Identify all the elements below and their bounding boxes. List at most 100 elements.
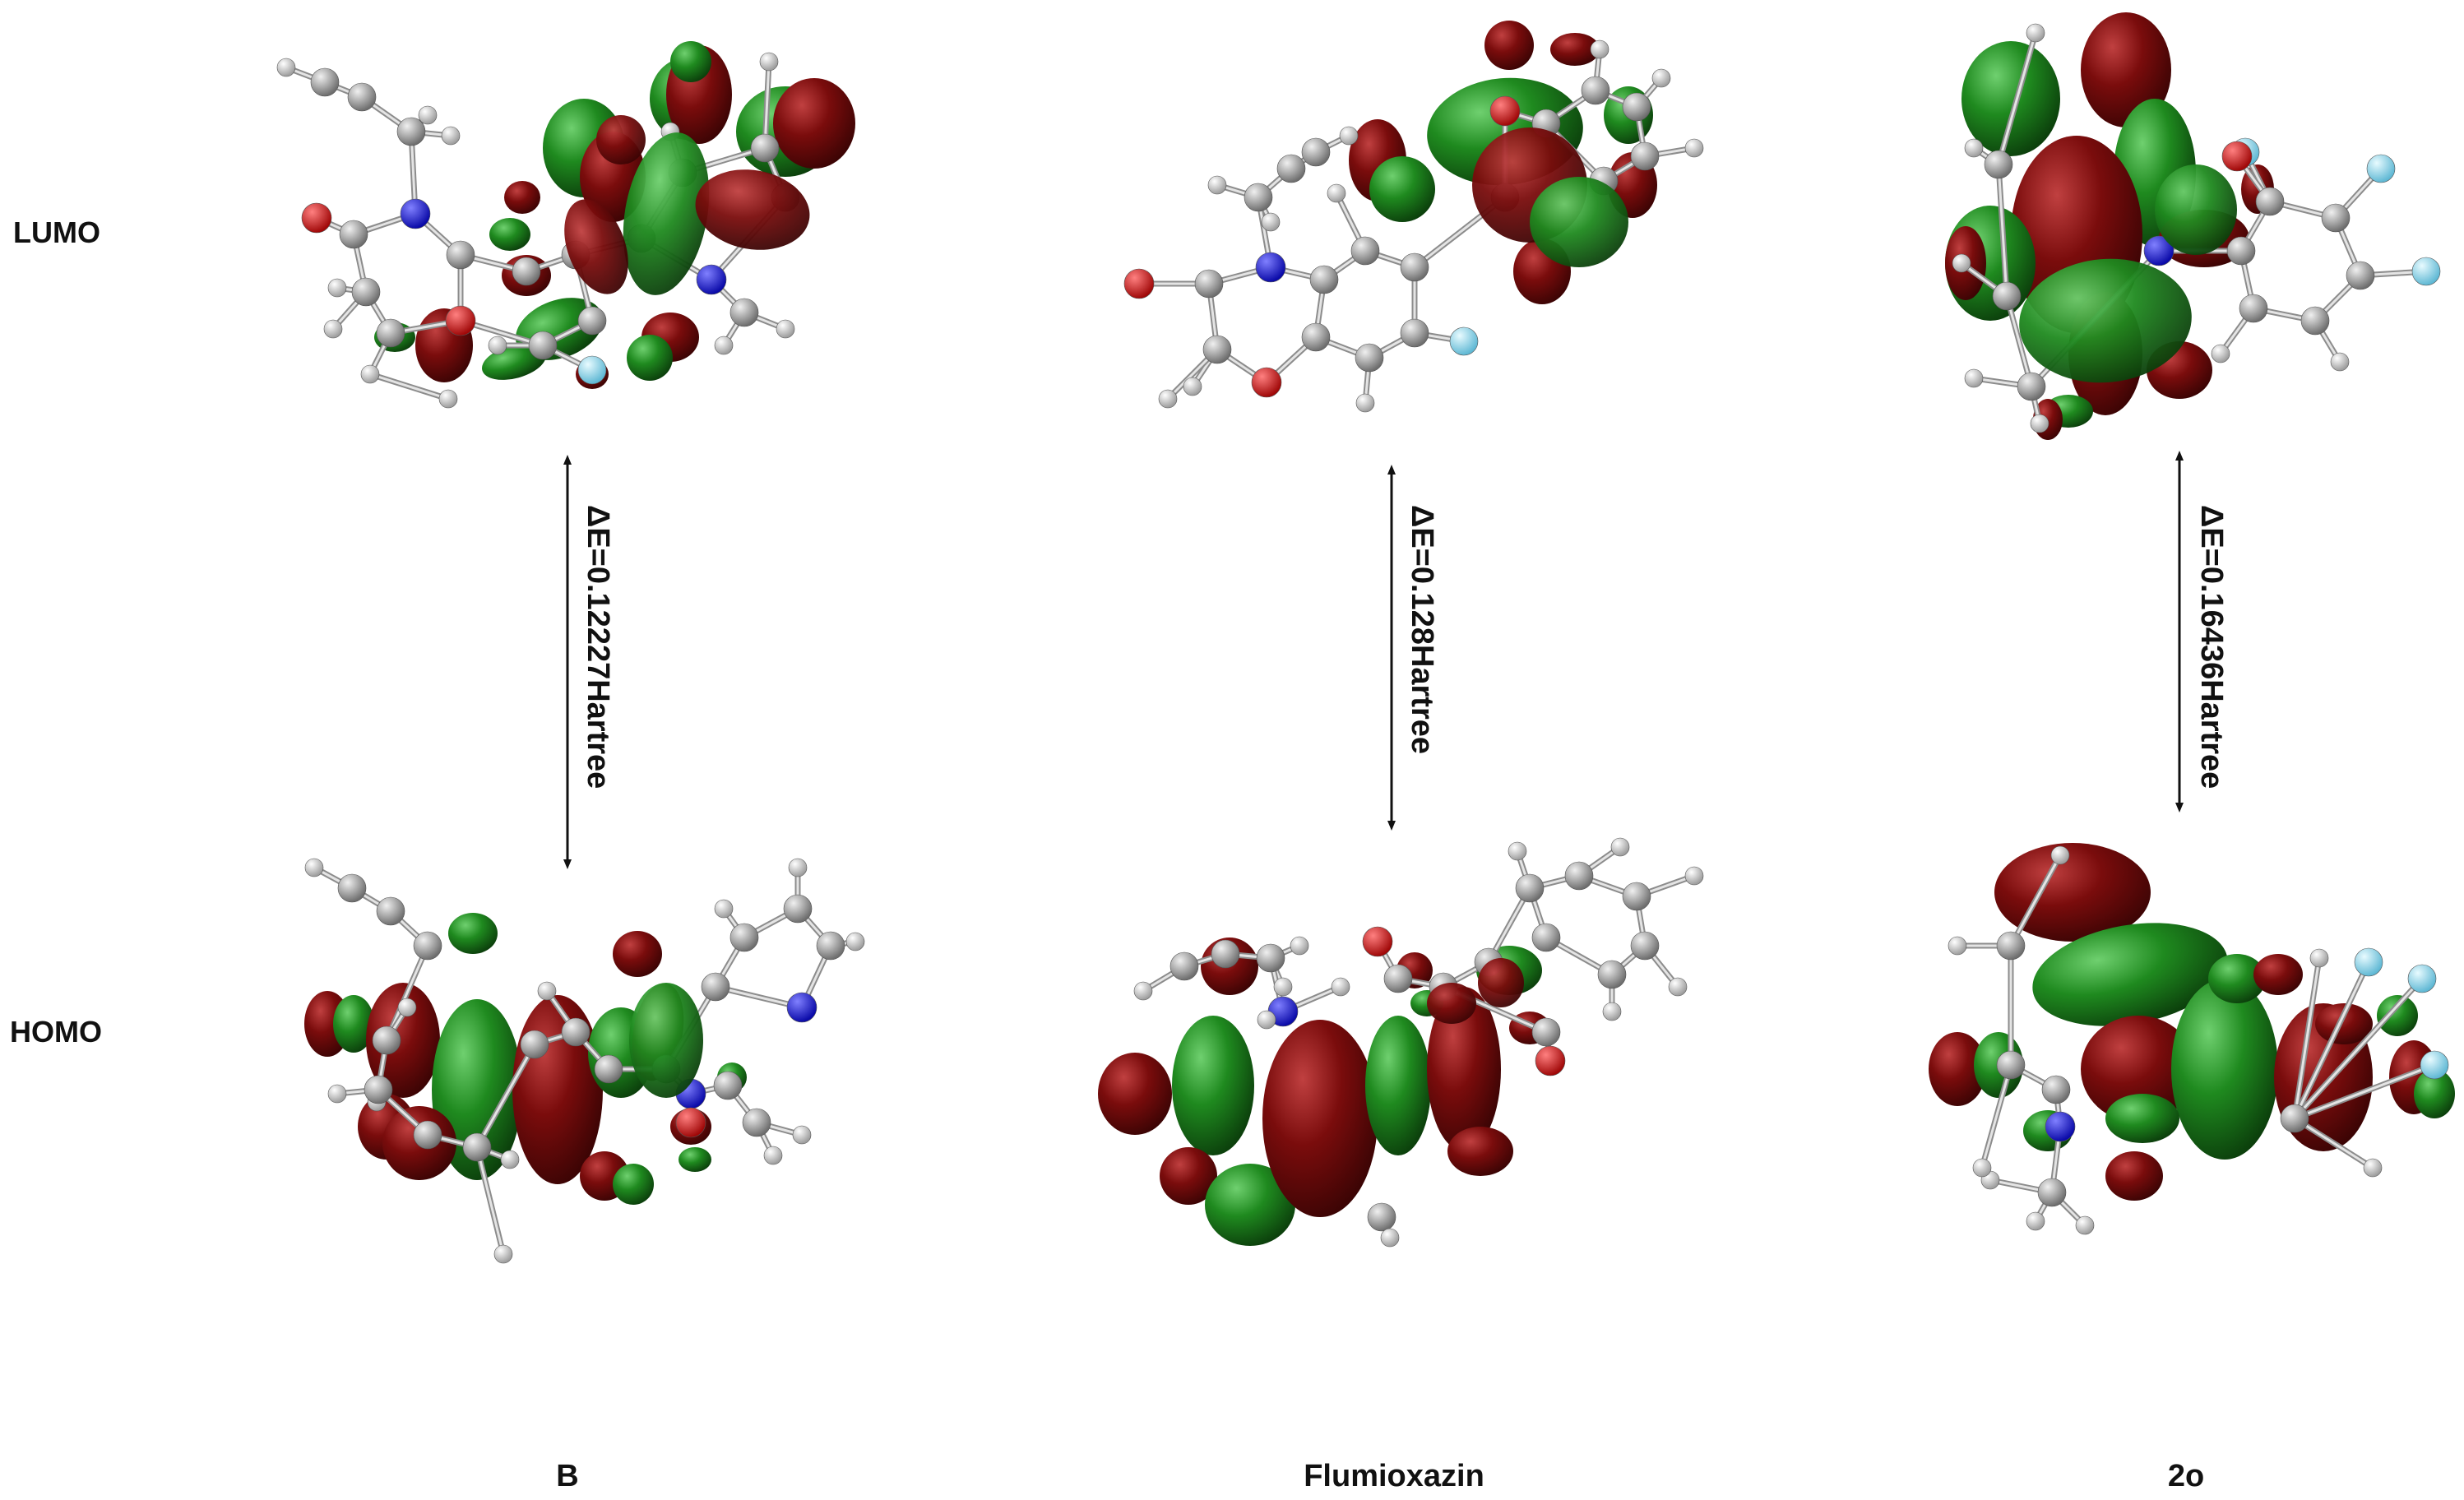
orbital-lobes-front [1472,127,1628,267]
orbital-lobe-positive [1530,177,1628,267]
orbital-lobes-back [1929,843,2455,1201]
carbon-atom [816,931,845,961]
hydrogen-atom [1290,936,1309,956]
hydrogen-atom [1183,377,1202,396]
carbon-atom [2041,1075,2071,1104]
hydrogen-atom [327,1084,347,1104]
carbon-atom [376,318,405,348]
fluorine-atom [2366,154,2396,183]
carbon-atom [1301,137,1331,167]
fluorine-atom [577,355,607,385]
hydrogen-atom [360,364,380,384]
orbital-lobe-negative [1427,983,1476,1024]
carbon-atom [1992,281,2022,311]
orbital-lobe-positive [333,995,374,1053]
hydrogen-atom [276,58,296,77]
hydrogen-atom [759,52,779,72]
nitrogen-atom [786,992,817,1023]
orbital-lobes-front [564,115,810,295]
orbital-lobe-positive [1205,1164,1295,1246]
energy-gap-label-2o: ΔE=0.16436Hartree [2194,505,2229,789]
hydrogen-atom [1133,981,1153,1001]
energy-gap-label-b: ΔE=0.12227Hartree [581,505,615,789]
bond-highlight [763,60,771,150]
carbon-atom [2037,1178,2067,1207]
oxygen-atom [445,305,476,336]
carbon-atom [446,240,475,270]
hydrogen-atom [418,105,438,125]
panel-flumioxazin-lumo [1123,21,1704,413]
hydrogen-atom [2026,1211,2045,1231]
carbon-atom [2280,1104,2309,1133]
hydrogen-atom [714,336,734,355]
carbon-atom [310,67,340,97]
orbital-lobe-positive [627,335,673,381]
bond-highlight [1980,1063,2012,1169]
carbon-atom [1531,923,1561,952]
orbital-lobe-negative [512,995,603,1184]
hydrogen-atom [323,319,343,339]
bond-highlight [2005,294,2033,388]
orbital-lobe-negative [1478,958,1524,1007]
carbon-atom [413,1120,442,1150]
carbon-atom [729,923,759,952]
carbon-atom [337,873,367,903]
carbon-atom [594,1054,623,1084]
carbon-atom [1400,252,1429,282]
carbon-atom [2239,294,2268,323]
carbon-atom [520,1030,549,1059]
carbon-atom [1194,269,1224,299]
carbon-atom [1309,265,1339,294]
carbon-atom [347,82,377,112]
carbon-atom [512,257,541,286]
carbon-atom [729,298,759,327]
carbon-atom [1581,76,1610,105]
orbital-lobe-negative [1262,1020,1378,1217]
orbital-lobe-positive [2155,164,2237,255]
carbon-atom [1244,183,1273,212]
carbon-atom [1301,322,1331,352]
panel-2o-lumo [1945,12,2441,440]
bond-highlight [475,1043,536,1149]
carbon-atom [1622,882,1651,911]
hydrogen-atom [1261,212,1281,232]
hydrogen-atom [493,1244,513,1264]
carbon-atom [372,1025,401,1055]
hydrogen-atom [1257,1010,1276,1030]
orbital-lobe-negative [773,78,855,169]
hydrogen-atom [2330,352,2350,372]
oxygen-atom [1489,95,1521,127]
hydrogen-atom [1207,175,1227,195]
orbital-lobe-negative [2105,1151,2163,1201]
hydrogen-atom [763,1146,783,1165]
bond-highlight [2293,961,2370,1120]
fluorine-atom [1449,326,1479,356]
hydrogen-atom [1610,837,1630,857]
orbital-lobe-positive [448,913,498,954]
orbital-lobe-positive [613,1164,654,1205]
panel-flumioxazin-homo [1098,837,1704,1248]
orbital-lobe-negative [1427,987,1501,1151]
carbon-atom [1355,343,1384,373]
hydrogen-atom [1602,1002,1622,1021]
energy-gap-label-flumioxazin: ΔE=0.128Hartree [1405,505,1439,755]
oxygen-atom [1535,1045,1566,1076]
carbon-atom [1350,236,1380,266]
carbon-atom [783,894,813,924]
carbon-atom [1383,964,1413,993]
carbon-atom [2346,261,2375,290]
carbon-atom [1984,150,2013,179]
orbital-lobe-positive [1369,156,1435,222]
bond-highlight [475,1146,505,1256]
bond-highlight [2293,977,2424,1120]
fluorine-atom [2354,947,2383,977]
hydrogen-atom [714,899,734,919]
carbon-atom [2017,372,2046,401]
carbon-atom [577,306,607,336]
orbital-lobe-negative [2315,1003,2373,1044]
carbon-atom [2300,306,2330,336]
carbon-atom [1996,1050,2026,1080]
carbon-atom [376,896,405,926]
oxygen-atom [1251,367,1282,398]
orbital-lobes-front [2019,164,2237,383]
